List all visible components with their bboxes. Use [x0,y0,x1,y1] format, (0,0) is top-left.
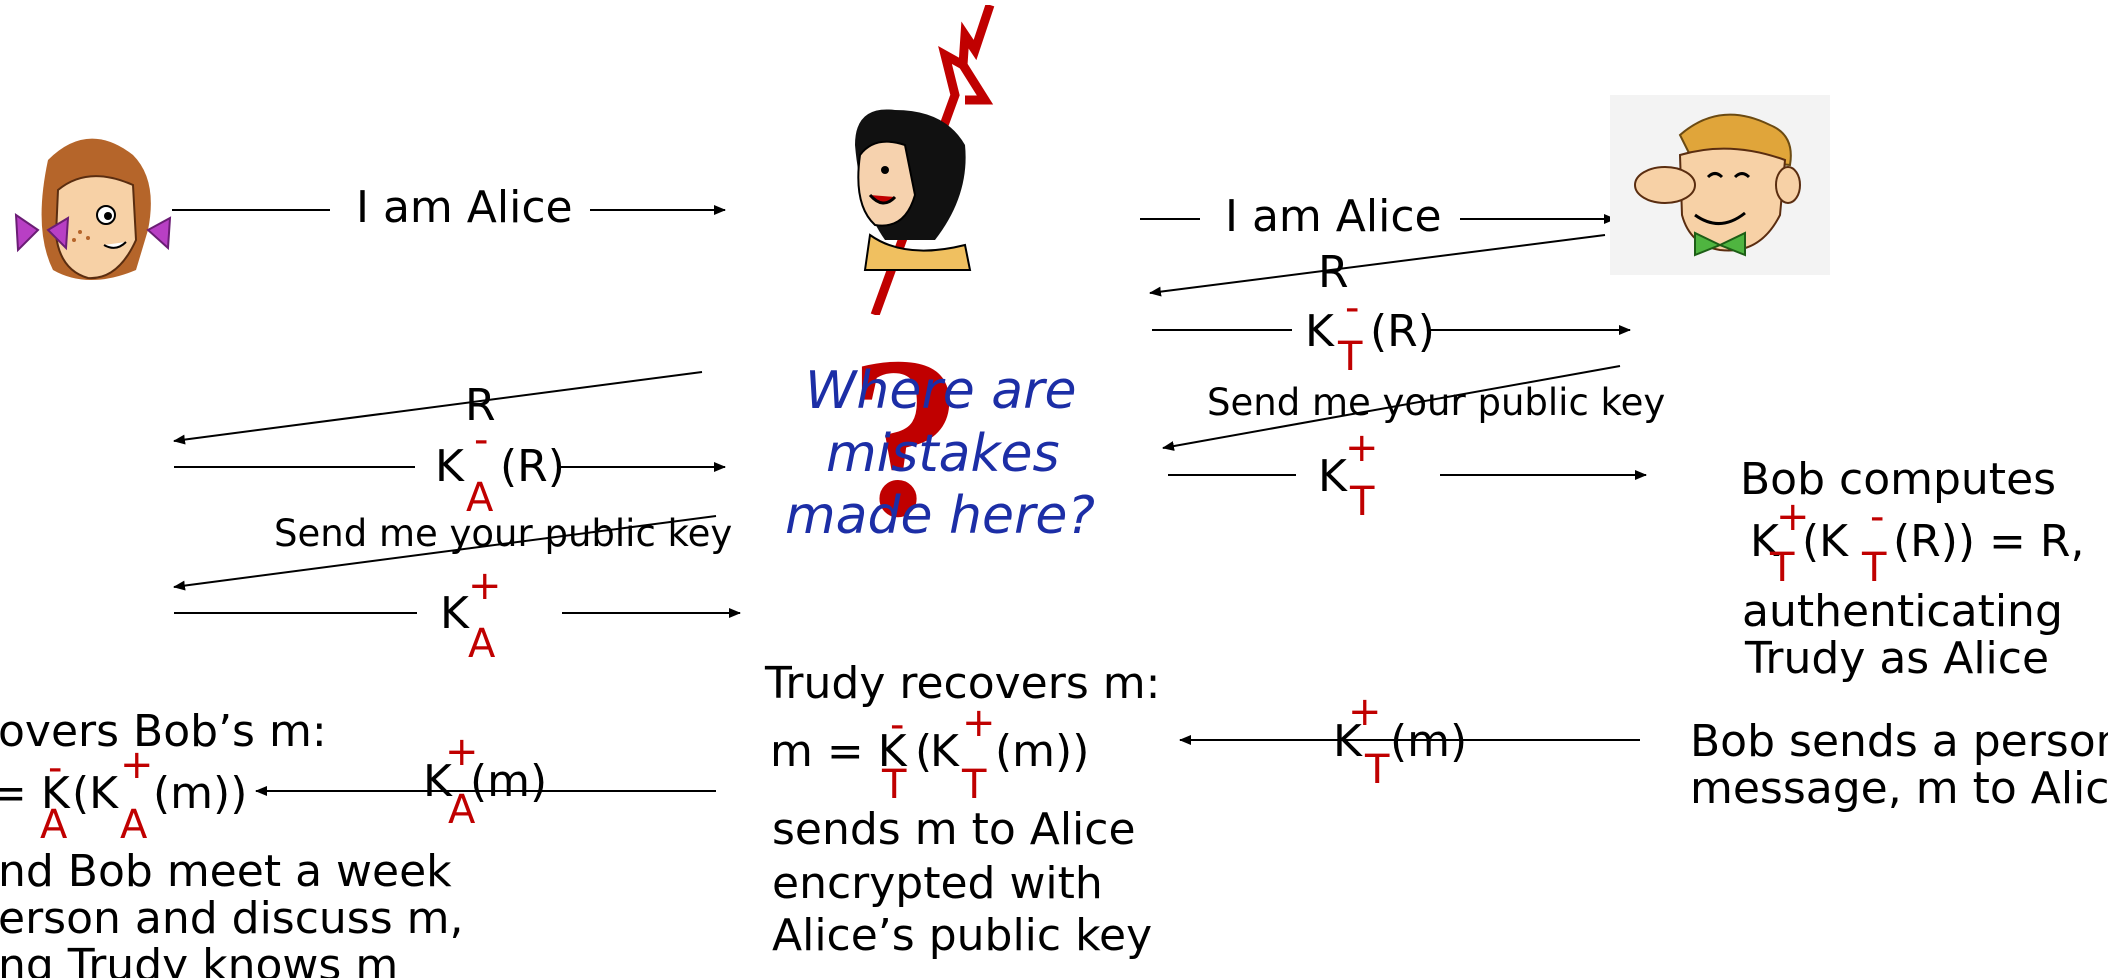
trudy-eq-t2: T [962,762,987,808]
alice-eq-minus: - [48,745,63,791]
bob-eq-paren-k: (K [1802,516,1849,567]
bob-eq-k: K [1750,516,1779,567]
question-line-2: mistakes [826,424,1060,484]
trudy-eq-plus: + [962,700,996,746]
plus-sup-tm: + [1348,689,1382,735]
bob-eq-result: (R)) = R, [1893,516,2085,567]
trudy-eq-k2: K [930,726,959,777]
bob-computes-label: Bob computes [1740,454,2057,505]
label-send-key-left: Send me your public key [274,512,733,555]
bob-sends-line2: message, m to Alice [1690,763,2108,814]
trudy-eq-m-k: m = K [770,726,907,777]
arrow-trudy-to-alice-r [173,371,703,445]
t-sub-tm: T [1365,747,1390,793]
label-iam-alice-left: I am Alice [356,182,573,233]
bob-eq-minus: - [1870,494,1885,540]
label-k-right-signed: K [1305,306,1334,357]
alice-meet-line2: erson and discuss m, [0,893,464,944]
label-send-key-right: Send me your public key [1207,381,1666,424]
a-sub-am: A [448,787,476,833]
t-sub-right: T [1338,334,1363,380]
bob-eq-plus: + [1776,494,1810,540]
question-line-1: Where are [805,361,1077,421]
trudy-devil-avatar-icon [855,5,995,315]
alice-meet-line3: ng Trudy knows m [0,940,399,978]
trudy-sends-line1: sends m to Alice [772,804,1136,855]
label-r-paren-left: (R) [500,441,565,492]
plus-sup-left: + [468,563,502,609]
trudy-eq-paren: ( [915,726,933,777]
t-sub-right-pub: T [1350,479,1375,525]
plus-sup-am: + [445,729,479,775]
alice-meet-line1: nd Bob meet a week [0,846,452,897]
trudy-sends-line2: encrypted with [772,858,1103,909]
alice-eq-a2: A [120,802,148,848]
alice-avatar-icon [14,138,172,280]
label-k-left-signed: K [435,441,464,492]
label-k-am: K [423,756,452,807]
alice-eq-a1: A [40,802,68,848]
label-m-paren-am: (m) [470,756,548,807]
bob-eq-t1: T [1770,545,1795,591]
arrow-bob-to-trudy-keyreq [1162,365,1621,451]
alice-recovers-label: overs Bob’s m: [0,706,327,757]
trudy-eq-m-close: (m)) [995,726,1090,777]
question-mark: ? [848,309,963,564]
arrow-trudy-to-alice-keyreq [173,515,717,591]
label-k-right-pub: K [1318,451,1347,502]
label-r-paren-right: (R) [1370,306,1435,357]
trudy-eq-t1: T [882,762,907,808]
bob-sends-line1: Bob sends a personal [1690,716,2108,767]
alice-eq-k: = K [0,768,70,819]
bob-auth-line1: authenticating [1742,586,2063,637]
bob-eq-t2: T [1862,545,1887,591]
a-sub-left-pub: A [468,621,496,667]
trudy-sends-line3: Alice’s public key [772,910,1153,961]
arrow-bob-to-trudy-r [1149,234,1606,297]
trudy-eq-minus: - [890,702,905,748]
trudy-recovers-label: Trudy recovers m: [765,658,1161,709]
label-r-left: R [465,380,496,431]
minus-sup-right: - [1345,285,1360,331]
label-k-left-pub: K [440,588,469,639]
question-line-3: made here? [785,486,1095,546]
label-k-tm: K [1333,716,1362,767]
label-m-paren-tm: (m) [1390,716,1468,767]
bob-auth-line2: Trudy as Alice [1745,633,2050,684]
label-iam-alice-right: I am Alice [1225,191,1442,242]
minus-sup-left: - [474,417,489,463]
alice-eq-m-close: (m)) [153,768,248,819]
bob-avatar-icon [1610,95,1830,275]
alice-eq-paren-k: (K [72,768,119,819]
a-sub-left: A [466,475,494,521]
alice-eq-plus: + [120,742,154,788]
plus-sup-right: + [1345,425,1379,471]
label-r-right: R [1318,247,1349,298]
